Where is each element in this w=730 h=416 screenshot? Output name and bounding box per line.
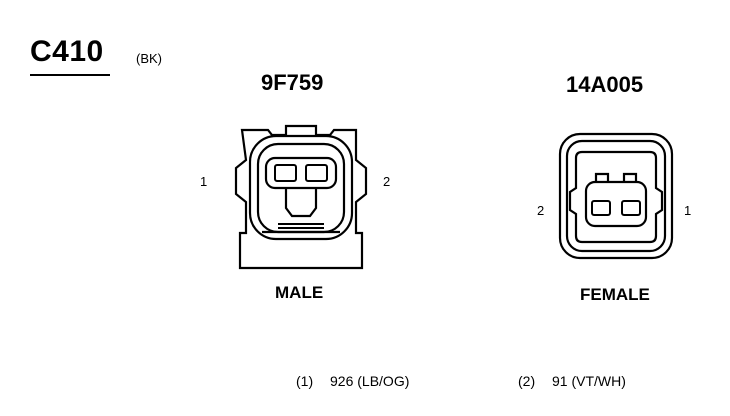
female-terminal-cavity	[584, 180, 648, 228]
male-key-tab	[284, 188, 318, 218]
wire-2-circuit: 91 (VT/WH)	[552, 373, 626, 389]
connector-id-underline	[30, 74, 110, 76]
left-pin-2-label: 2	[383, 174, 391, 189]
male-housing-outline	[234, 124, 368, 270]
male-connector-diagram	[234, 124, 368, 270]
female-pin-2	[591, 200, 611, 216]
right-pin-2-label: 2	[537, 203, 545, 218]
female-insert	[568, 150, 664, 244]
female-connector-diagram	[558, 132, 674, 260]
right-gender-label: FEMALE	[580, 285, 650, 304]
right-part-number: 14A005	[566, 72, 644, 97]
female-latch-right	[622, 172, 638, 182]
male-terminal-cavity	[264, 156, 338, 190]
female-housing-inner	[565, 139, 667, 253]
right-pin-1-label: 1	[684, 203, 692, 218]
wire-1-pin: (1)	[296, 373, 314, 389]
connector-id: C410	[30, 35, 104, 68]
female-latch-left	[594, 172, 610, 182]
connector-color-code: (BK)	[136, 51, 162, 66]
male-pin-2	[305, 164, 328, 182]
male-pin-1	[274, 164, 297, 182]
left-pin-1-label: 1	[200, 174, 208, 189]
left-gender-label: MALE	[275, 283, 324, 302]
male-shroud-outer	[248, 134, 354, 241]
wire-2-pin: (2)	[518, 373, 536, 389]
wire-1-circuit: 926 (LB/OG)	[330, 373, 410, 389]
female-pin-1	[621, 200, 641, 216]
left-part-number: 9F759	[261, 70, 324, 95]
female-housing-outer	[558, 132, 674, 260]
